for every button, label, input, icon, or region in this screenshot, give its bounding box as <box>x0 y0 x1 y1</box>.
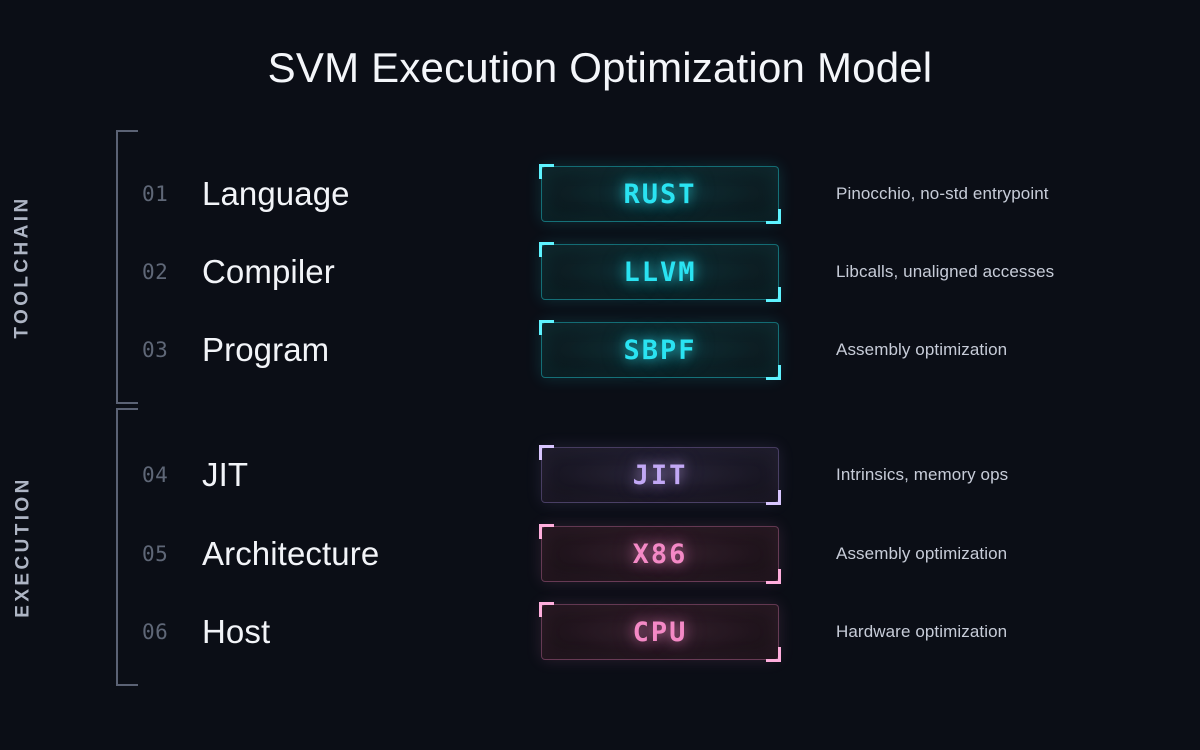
row-05[interactable]: 05 Architecture X86 Assembly optimizatio… <box>0 524 1200 584</box>
corner-bracket-icon <box>766 365 781 380</box>
row-number-06: 06 <box>142 620 169 644</box>
group-bracket-execution <box>116 408 138 686</box>
row-description-03: Assembly optimization <box>836 340 1008 359</box>
chip-rust-body <box>541 166 779 222</box>
chip-rust-label: RUST <box>623 178 697 210</box>
corner-bracket-icon <box>766 490 781 505</box>
chip-llvm-body <box>541 244 779 300</box>
corner-bracket-icon <box>539 445 554 460</box>
corner-bracket-icon <box>539 164 554 179</box>
group-toolchain: TOOLCHAIN <box>0 130 1200 404</box>
chip-x86[interactable]: X86 <box>539 524 781 584</box>
row-label-jit: JIT <box>202 456 249 493</box>
corner-bracket-icon <box>766 647 781 662</box>
row-label-host: Host <box>202 613 271 650</box>
corner-bracket-icon <box>539 524 554 539</box>
group-execution: EXECUTION <box>0 408 1200 686</box>
chip-sbpf[interactable]: SBPF <box>539 320 781 380</box>
corner-bracket-icon <box>539 320 554 335</box>
row-label-language: Language <box>202 175 350 212</box>
chip-jit[interactable]: JIT <box>539 445 781 505</box>
chip-jit-body <box>541 447 779 503</box>
row-description-06: Hardware optimization <box>836 622 1008 641</box>
chip-x86-label: X86 <box>632 538 688 570</box>
chip-x86-body <box>541 526 779 582</box>
row-description-02: Libcalls, unaligned accesses <box>836 262 1055 281</box>
chip-sbpf-body <box>541 322 779 378</box>
chip-cpu-body <box>541 604 779 660</box>
corner-bracket-icon <box>539 242 554 257</box>
chip-rust[interactable]: RUST <box>539 164 781 224</box>
chip-sbpf-label: SBPF <box>623 334 697 366</box>
row-description-01: Pinocchio, no-std entrypoint <box>836 184 1049 203</box>
row-number-03: 03 <box>142 338 169 362</box>
row-label-compiler: Compiler <box>202 253 335 290</box>
row-number-01: 01 <box>142 182 169 206</box>
row-number-02: 02 <box>142 260 169 284</box>
corner-bracket-icon <box>766 569 781 584</box>
row-02[interactable]: 02 Compiler LLVM Libcalls, unaligned acc… <box>0 242 1200 302</box>
row-label-architecture: Architecture <box>202 535 380 572</box>
chip-cpu-label: CPU <box>632 616 688 648</box>
corner-bracket-icon <box>539 602 554 617</box>
row-04[interactable]: 04 JIT JIT Intrinsics, memory ops <box>0 445 1200 505</box>
row-description-04: Intrinsics, memory ops <box>836 465 1009 484</box>
row-description-05: Assembly optimization <box>836 544 1008 563</box>
page-title: SVM Execution Optimization Model <box>267 44 933 91</box>
corner-bracket-icon <box>766 287 781 302</box>
corner-bracket-icon <box>766 209 781 224</box>
group-bracket-toolchain <box>116 130 138 404</box>
row-06[interactable]: 06 Host CPU Hardware optimization <box>0 602 1200 662</box>
chip-llvm[interactable]: LLVM <box>539 242 781 302</box>
row-03[interactable]: 03 Program SBPF Assembly optimization <box>0 320 1200 380</box>
row-number-05: 05 <box>142 542 169 566</box>
chip-llvm-label: LLVM <box>623 256 697 288</box>
row-label-program: Program <box>202 331 330 368</box>
row-01[interactable]: 01 Language RUST Pinocchio, no-std entry… <box>0 164 1200 224</box>
row-number-04: 04 <box>142 463 169 487</box>
chip-jit-label: JIT <box>632 459 688 491</box>
chip-cpu[interactable]: CPU <box>539 602 781 662</box>
